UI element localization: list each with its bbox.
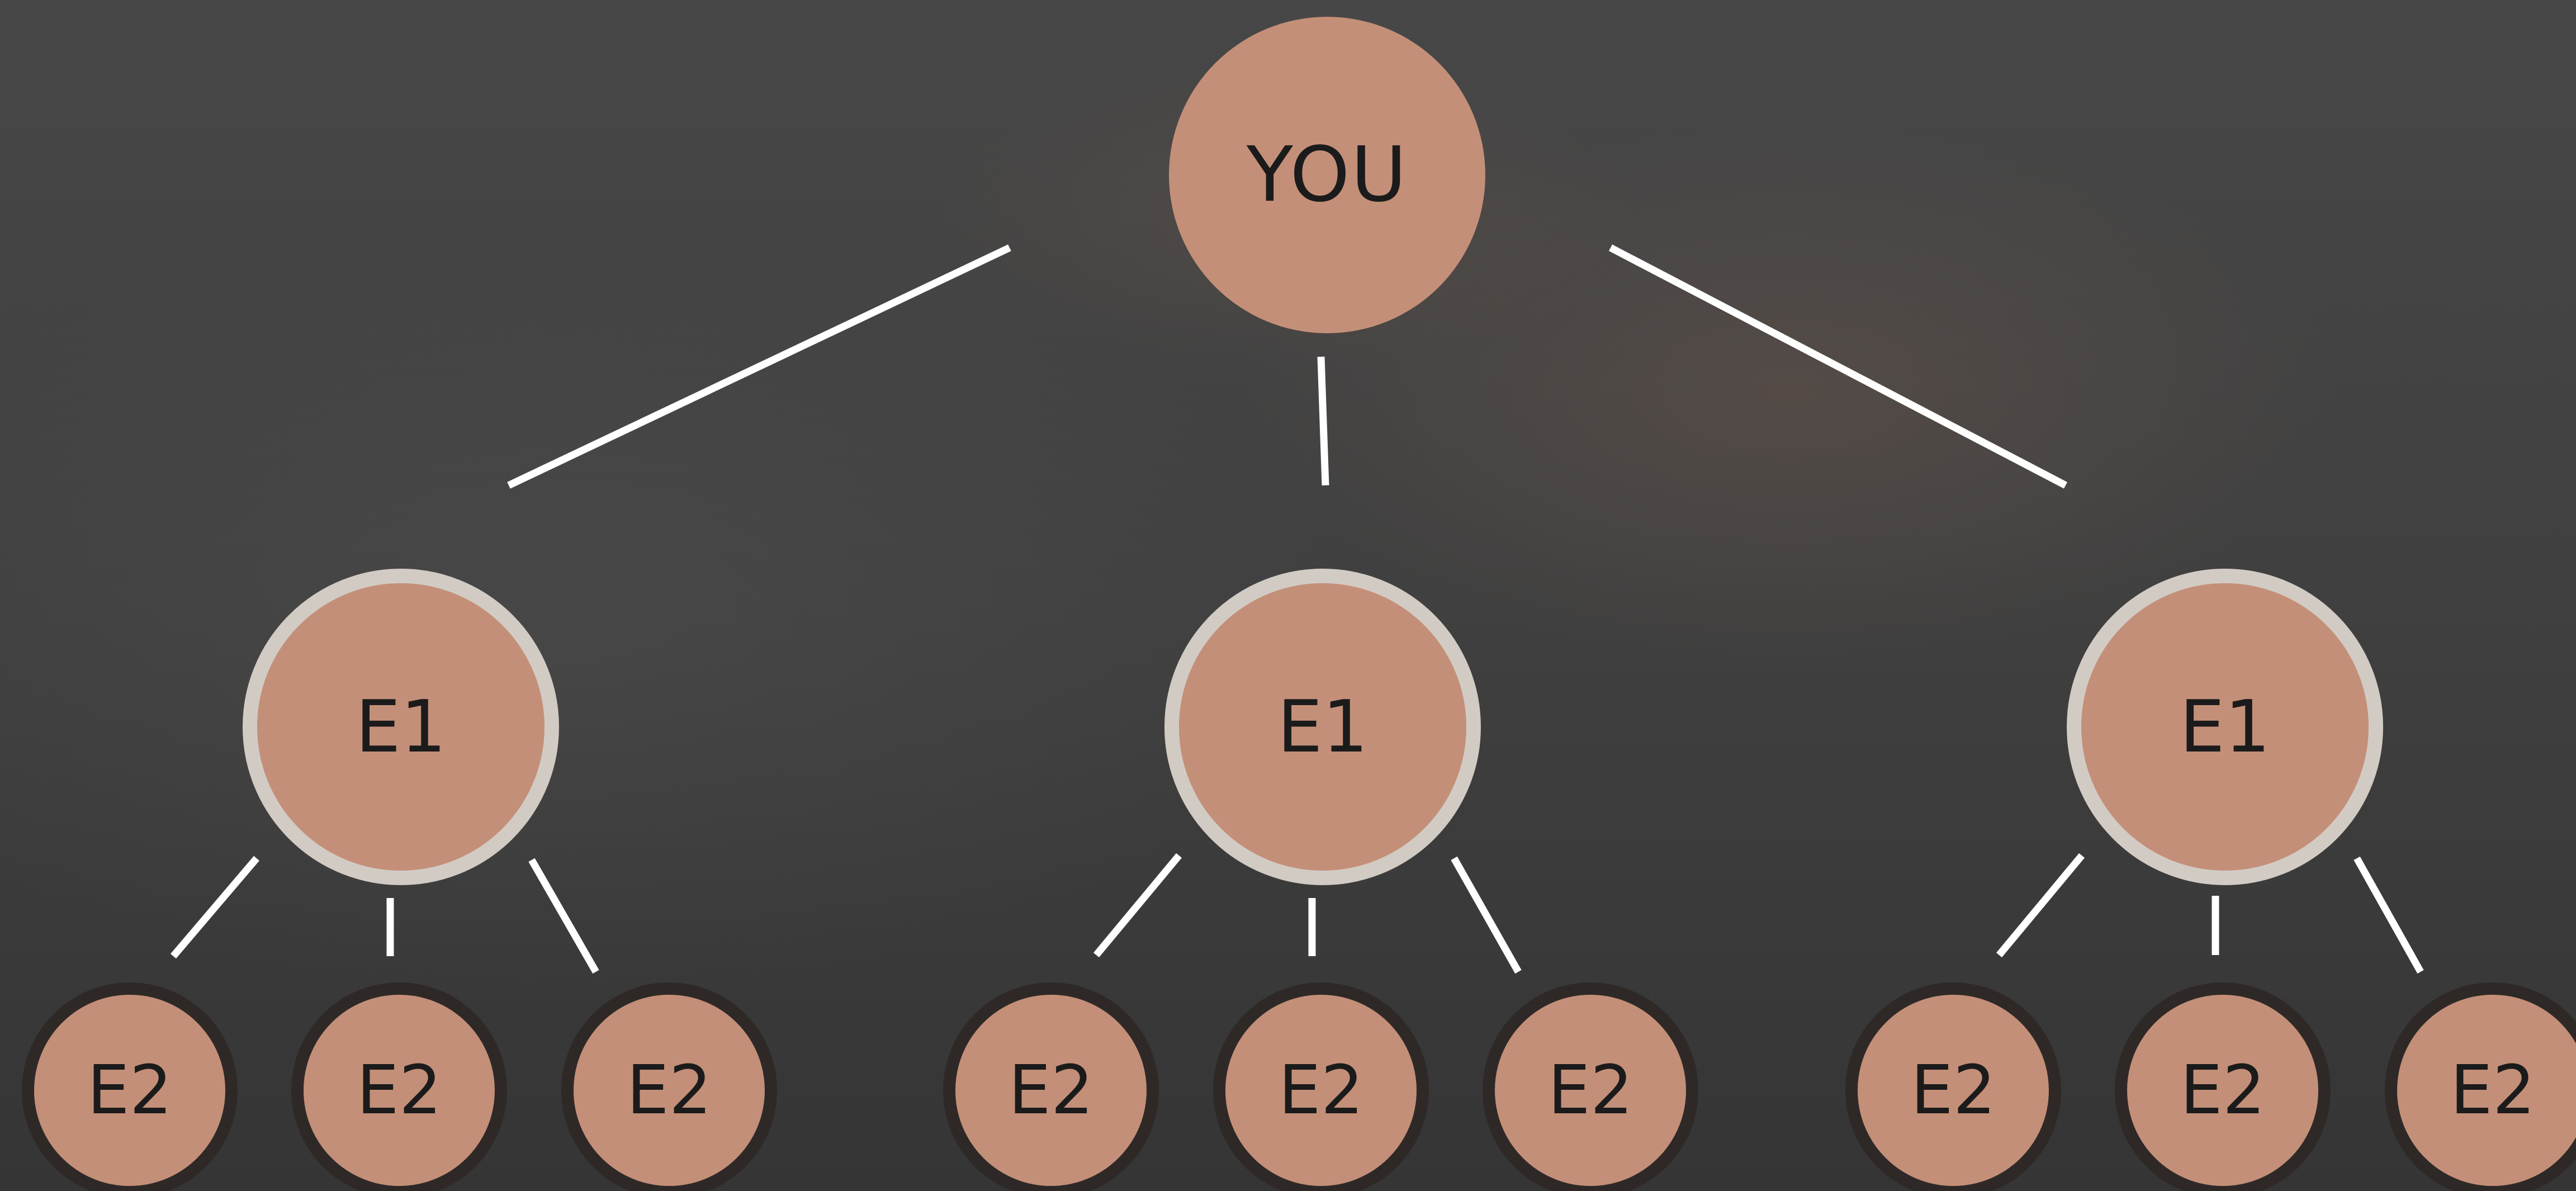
connector-right-e1-to-e2-3 bbox=[2354, 856, 2424, 974]
e2-label: E2 bbox=[1278, 1051, 1364, 1129]
e1-label: E1 bbox=[355, 685, 447, 769]
e2-node-center-3: E2 bbox=[1483, 982, 1698, 1191]
connector-right-e1-to-e2-1 bbox=[1996, 853, 2085, 958]
root-node-you: YOU bbox=[1169, 17, 1485, 333]
e2-node-right-1: E2 bbox=[1845, 982, 2061, 1191]
e2-label: E2 bbox=[2450, 1051, 2536, 1129]
e1-label: E1 bbox=[2179, 685, 2271, 769]
e2-node-center-1: E2 bbox=[943, 982, 1159, 1191]
e1-node-left: E1 bbox=[243, 569, 559, 885]
e2-label: E2 bbox=[2180, 1051, 2266, 1129]
e2-node-left-2: E2 bbox=[291, 982, 507, 1191]
connector-root-to-center bbox=[1317, 356, 1329, 486]
e2-label: E2 bbox=[1910, 1051, 1996, 1129]
connector-center-e1-to-e2-1 bbox=[1093, 853, 1182, 958]
e2-node-center-2: E2 bbox=[1213, 982, 1429, 1191]
e2-node-left-1: E2 bbox=[22, 982, 238, 1191]
e2-label: E2 bbox=[87, 1051, 173, 1129]
e2-node-left-3: E2 bbox=[561, 982, 777, 1191]
connector-left-e1-to-e2-3 bbox=[528, 858, 599, 974]
e1-label: E1 bbox=[1277, 685, 1368, 769]
root-label: YOU bbox=[1246, 131, 1408, 219]
e2-label: E2 bbox=[1008, 1051, 1094, 1129]
e2-label: E2 bbox=[1547, 1051, 1633, 1129]
e1-node-right: E1 bbox=[2067, 569, 2383, 885]
e2-label: E2 bbox=[626, 1051, 712, 1129]
e1-node-center: E1 bbox=[1164, 569, 1481, 885]
e2-node-right-2: E2 bbox=[2115, 982, 2331, 1191]
connector-root-to-left bbox=[507, 244, 1011, 489]
connector-root-to-right bbox=[1608, 244, 2068, 489]
e2-label: E2 bbox=[356, 1051, 442, 1129]
connector-center-e1-to-e2-3 bbox=[1451, 856, 1522, 974]
connector-left-e1-to-e2-1 bbox=[171, 856, 259, 959]
